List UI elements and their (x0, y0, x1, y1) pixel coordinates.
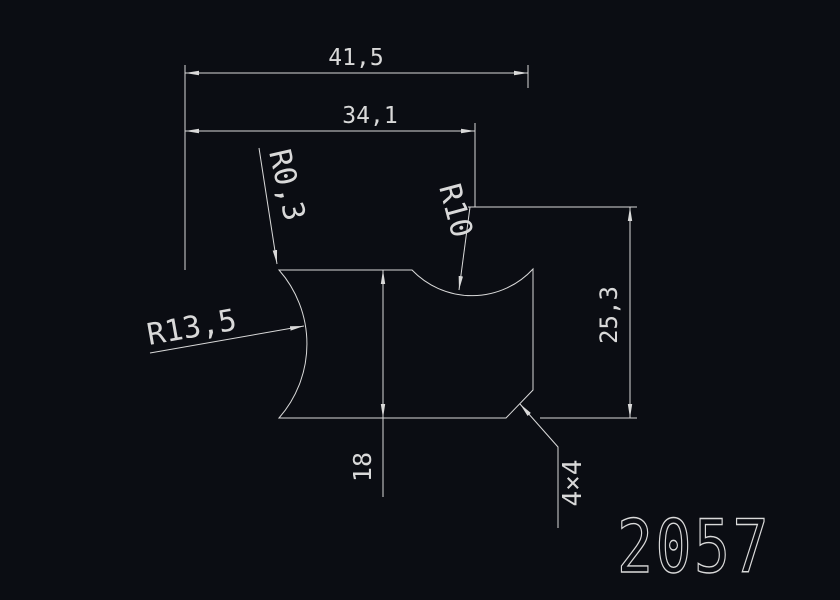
profile-outline (277, 267, 534, 419)
dim-width-total-label: 41,5 (328, 45, 383, 71)
dim-height-left-label: 18 (348, 452, 377, 482)
chamfer-label: 4×4 (558, 460, 588, 507)
leader-radius-flank: R13,5 (144, 303, 305, 354)
leader-radius-corner: R0,3 (258, 146, 312, 265)
dim-height-right: 25,3 (468, 206, 637, 419)
part-number: 2057 (616, 504, 771, 591)
leader-chamfer: 4×4 (519, 403, 588, 528)
part-number-label: 2057 (617, 504, 771, 589)
leader-line (519, 403, 559, 528)
radius-notch-label: R10 (431, 180, 479, 241)
dim-height-right-label: 25,3 (595, 286, 623, 344)
radius-flank-label: R13,5 (144, 303, 239, 353)
dim-width-inner: 34,1 (185, 103, 476, 207)
dim-height-left: 18 (348, 270, 386, 497)
dim-width-total: 41,5 (184, 45, 529, 270)
leader-line (258, 147, 278, 265)
leader-line (149, 325, 305, 354)
leader-line (458, 206, 471, 291)
dim-width-inner-label: 34,1 (342, 103, 397, 129)
leader-radius-notch: R10 (431, 180, 479, 291)
